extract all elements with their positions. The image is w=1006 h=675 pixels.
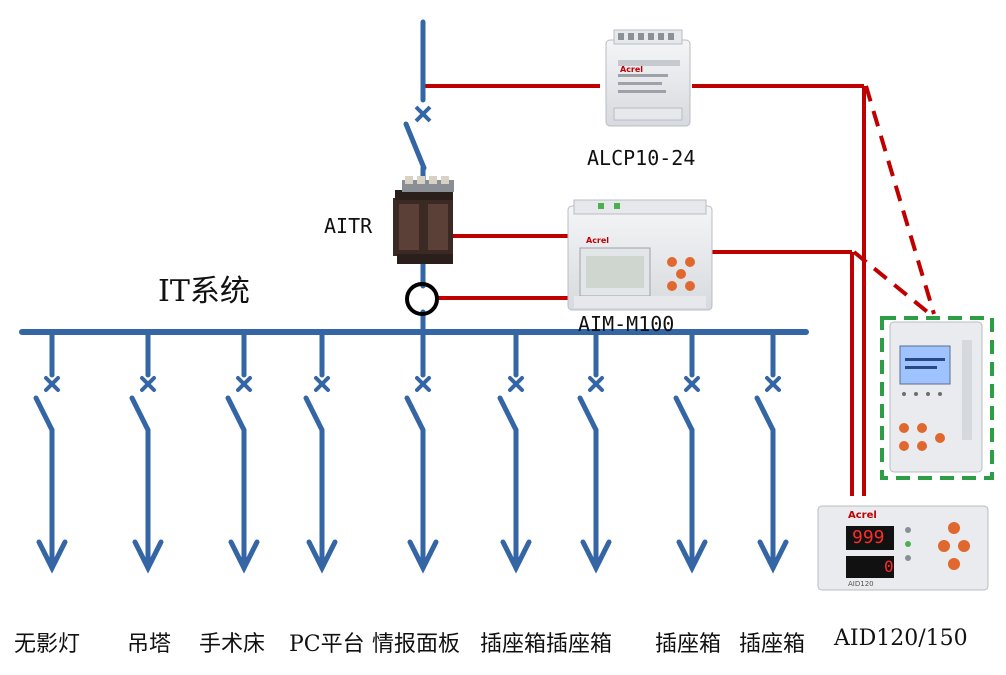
aid-label: AID120/150 [834,626,968,651]
aid-panel [817,505,989,591]
aid-brand: Acrel [848,510,877,521]
alcp-device [605,29,691,127]
load-label-1: 无影灯 [14,632,81,657]
highlight-box [880,316,994,480]
aid-display-top: 999 [852,527,885,548]
branch-circuits [33,331,789,574]
load-label-4: PC平台 [289,632,365,657]
load-label-7: 插座箱 [546,632,613,657]
aim-label: AIM-M100 [578,312,675,336]
current-transformer-ring [405,282,439,316]
load-label-5: 情报面板 [372,632,461,657]
branch-circuit [754,331,789,574]
aitr-label: AITR [324,214,373,238]
main-switch-blade [403,121,427,171]
power-lines [19,19,809,335]
dashed-wire-1 [864,85,936,315]
branch-circuit [129,331,164,574]
load-label-3: 手术床 [199,632,266,657]
aid-display-bottom: 0 [884,557,894,576]
display-panel-device [889,321,983,473]
branch-circuit [225,331,260,574]
load-label-9: 插座箱 [739,632,806,657]
main-switch-x-mark [414,105,432,123]
branch-circuit [577,331,612,574]
load-label-6: 插座箱 [480,632,547,657]
load-label-2: 吊塔 [127,632,172,657]
load-label-8: 插座箱 [655,632,722,657]
aid-model: AID120 [848,580,874,588]
signal-wiring [423,84,936,496]
transformer-aitr [393,176,454,264]
alcp-label: ALCP10-24 [587,146,696,170]
branch-circuit [673,331,708,574]
branch-circuit [303,331,338,574]
alcp-brand: Acrel [620,65,644,74]
branch-circuit [497,331,532,574]
aim-device [567,199,713,311]
system-label: IT系统 [158,274,250,309]
branch-circuit [33,331,68,574]
dashed-wire-2 [852,250,932,316]
branch-circuit [404,331,439,574]
aim-brand: Acrel [586,236,610,245]
